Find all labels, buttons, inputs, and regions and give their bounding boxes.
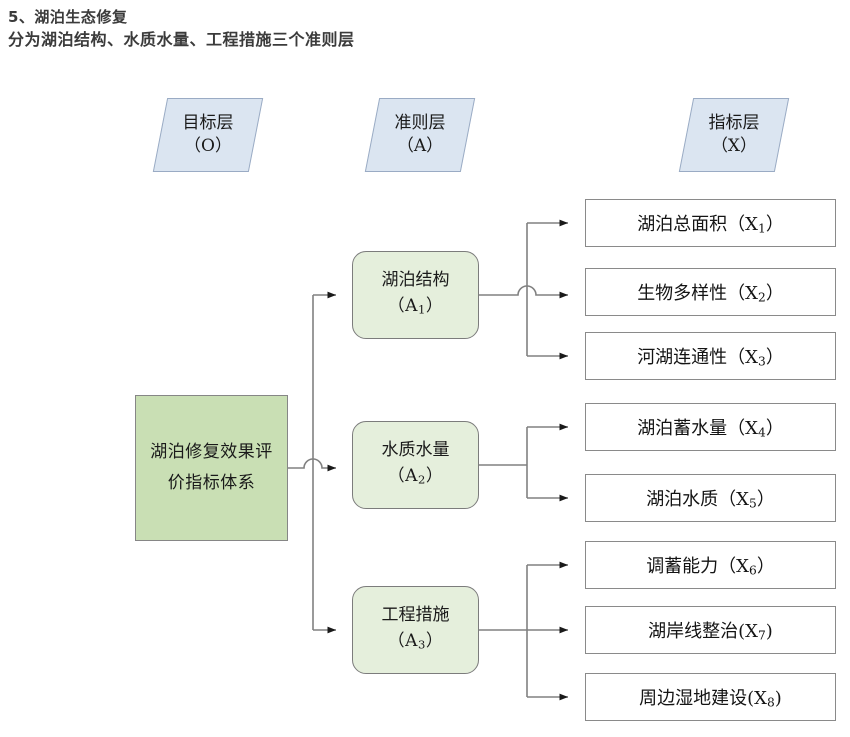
page-heading: 5、湖泊生态修复 分为湖泊结构、水质水量、工程措施三个准则层 [8,6,608,52]
criteria-box-a3[interactable]: 工程措施 （A3） [352,586,479,674]
criteria-box-a3-code: （A3） [387,631,444,652]
indicator-layer-header-line2: （X） [710,136,758,156]
indicator-box-x1[interactable]: 湖泊总面积（X1） [585,199,836,247]
criteria-box-a1-code: （A1） [387,296,444,317]
indicator-box-x3[interactable]: 河湖连通性（X3） [585,332,836,380]
criteria-box-a1[interactable]: 湖泊结构 （A1） [352,251,479,339]
criteria-box-a2-code: （A2） [387,466,444,487]
indicator-box-x2[interactable]: 生物多样性（X2） [585,268,836,316]
criteria-box-a2-label: 水质水量 [381,440,450,461]
indicator-layer-header: 指标层 （X） [678,98,790,172]
indicator-box-x6-label: 调蓄能力（X6） [646,556,775,578]
goal-layer-header-line2: （O） [184,136,232,156]
indicator-box-x8-label: 周边湿地建设(X8) [639,688,782,710]
criteria-layer-header-line2: （A） [396,136,444,156]
goal-box[interactable]: 湖泊修复效果评价指标体系 [135,395,288,541]
indicator-box-x4[interactable]: 湖泊蓄水量（X4） [585,403,836,451]
goal-layer-header-line1: 目标层 [182,113,234,133]
indicator-box-x3-label: 河湖连通性（X3） [637,347,784,369]
criteria-box-a2[interactable]: 水质水量 （A2） [352,421,479,509]
indicator-box-x6[interactable]: 调蓄能力（X6） [585,541,836,589]
indicator-box-x5[interactable]: 湖泊水质（X5） [585,474,836,522]
indicator-box-x7[interactable]: 湖岸线整治(X7) [585,606,836,654]
indicator-box-x1-label: 湖泊总面积（X1） [637,214,784,236]
criteria-layer-header: 准则层 （A） [364,98,476,172]
indicator-box-x8[interactable]: 周边湿地建设(X8) [585,673,836,721]
indicator-box-x4-label: 湖泊蓄水量（X4） [637,418,784,440]
criteria-layer-header-line1: 准则层 [394,113,446,133]
criteria-box-a3-label: 工程措施 [381,605,450,626]
goal-layer-header: 目标层 （O） [152,98,264,172]
indicator-box-x2-label: 生物多样性（X2） [637,283,784,305]
goal-box-label: 湖泊修复效果评价指标体系 [150,442,273,493]
indicator-box-x5-label: 湖泊水质（X5） [646,489,775,511]
heading-line-2: 分为湖泊结构、水质水量、工程措施三个准则层 [8,30,355,49]
criteria-box-a1-label: 湖泊结构 [381,270,450,291]
indicator-box-x7-label: 湖岸线整治(X7) [648,621,773,643]
heading-line-1: 5、湖泊生态修复 [8,8,128,26]
indicator-layer-header-line1: 指标层 [708,113,760,133]
